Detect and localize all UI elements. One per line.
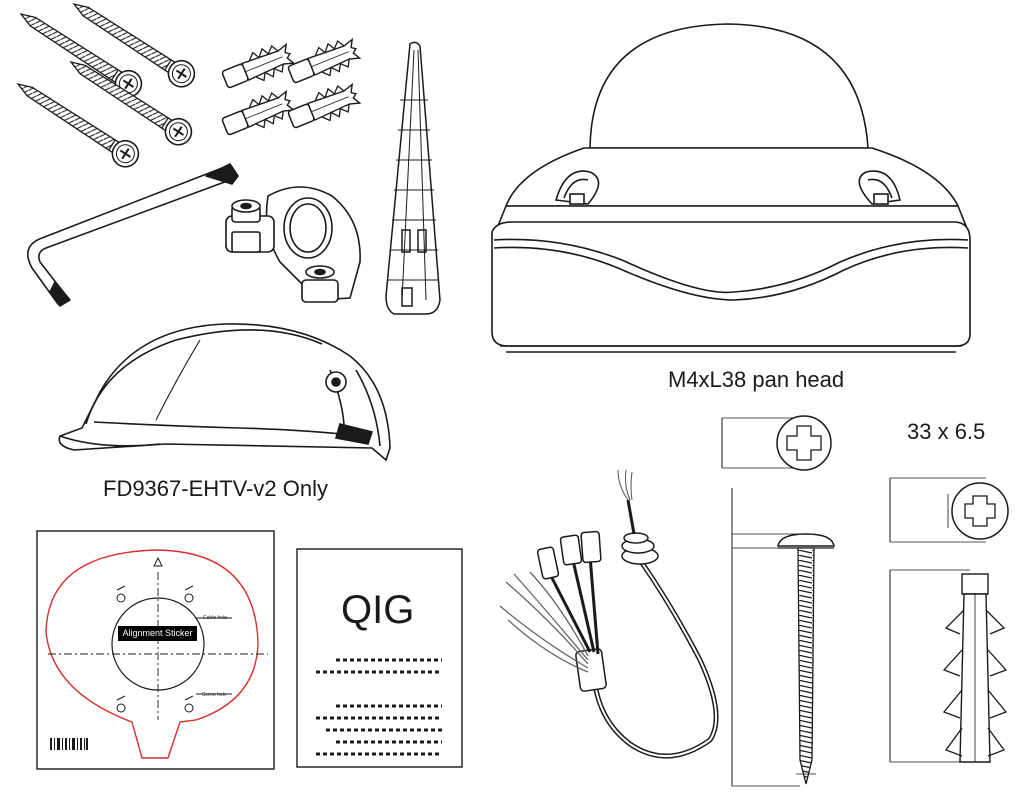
plastic-anchor-icon xyxy=(218,39,297,95)
pan-head-screw-label: M4xL38 pan head xyxy=(668,367,845,392)
alignment-sticker-sheet xyxy=(36,530,275,770)
tapered-tool-icon xyxy=(385,41,441,315)
sun-shield-icon xyxy=(58,323,391,462)
plastic-anchor-icon xyxy=(284,34,363,90)
alignment-sticker-label: Alignment Sticker xyxy=(118,626,197,641)
barcode xyxy=(50,738,88,750)
qig-title: QIG xyxy=(341,588,415,632)
cable-assembly-icon xyxy=(499,469,719,759)
screw-hole-label: Screw hole xyxy=(202,692,227,698)
dome-camera-icon xyxy=(491,23,971,353)
cable-hole-label: Cable hole xyxy=(203,615,227,621)
ring-bracket-icon xyxy=(225,186,361,303)
torx-l-wrench-icon xyxy=(26,163,239,307)
plastic-anchor-icon xyxy=(284,79,363,135)
screw-head-front-view xyxy=(721,415,832,471)
plastic-anchor-icon xyxy=(218,86,297,142)
wood-screw-icon xyxy=(12,2,148,103)
anchor-side-view xyxy=(889,569,1008,763)
anchor-front-view xyxy=(889,477,1009,543)
screw-side-view xyxy=(731,488,835,787)
qig-booklet xyxy=(296,548,463,768)
model-only-label: FD9367-EHTV-v2 Only xyxy=(103,476,328,501)
anchor-size-label: 33 x 6.5 xyxy=(907,419,986,444)
